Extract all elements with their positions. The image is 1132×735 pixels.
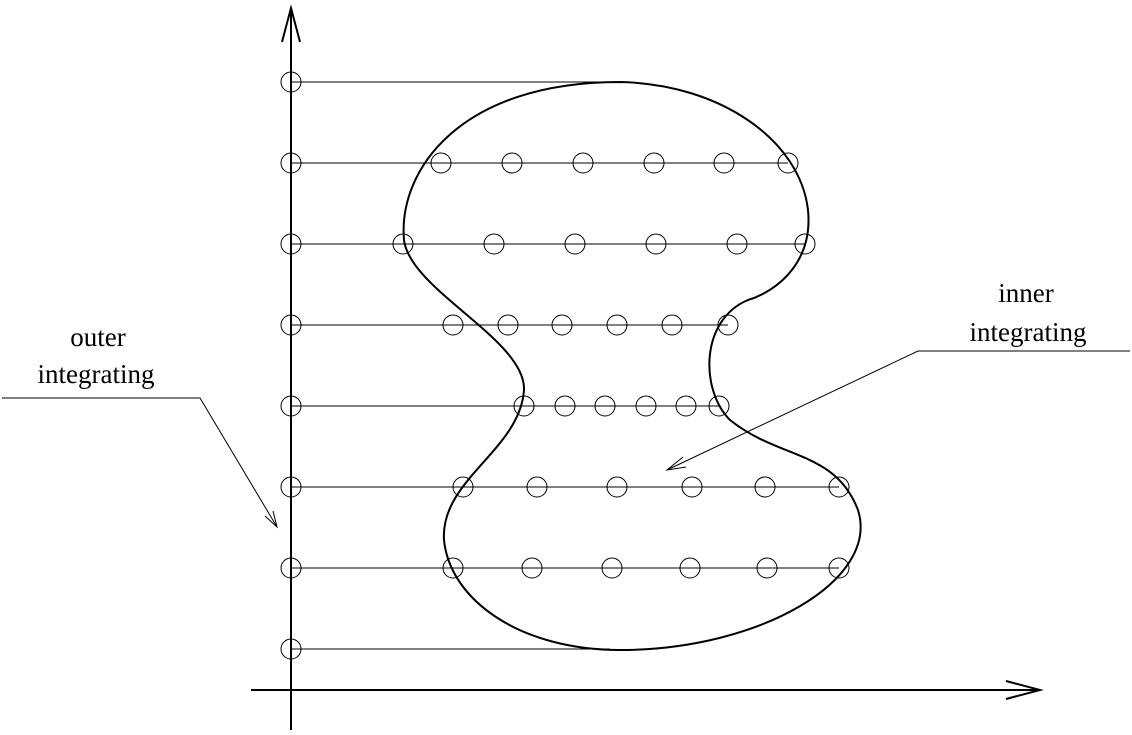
outer-label-line2: integrating (38, 359, 155, 389)
inner-sample-point (635, 395, 657, 417)
outer-sample-point (280, 395, 302, 417)
inner-sample-point (452, 476, 474, 498)
inner-sample-point (643, 152, 665, 174)
outer-sample-point (280, 71, 302, 93)
inner-sample-point (645, 233, 667, 255)
inner-sample-point (554, 395, 576, 417)
inner-sample-point (564, 233, 586, 255)
inner-sample-point (777, 152, 799, 174)
inner-sample-point (681, 476, 703, 498)
annotation-leaders (2, 350, 1130, 529)
outer-sample-point (280, 314, 302, 336)
inner-sample-point (521, 557, 543, 579)
inner-sample-point (754, 476, 776, 498)
sampling-rows (280, 71, 850, 660)
inner-leader-arrowhead (665, 456, 687, 471)
outer-label-line1: outer (70, 322, 125, 352)
outer-sample-point (280, 476, 302, 498)
x-axis-arrowhead (1005, 680, 1044, 700)
outer-leader-arrowhead (264, 510, 278, 529)
inner-sample-point (675, 395, 697, 417)
inner-sample-point (726, 233, 748, 255)
inner-sample-point (551, 314, 573, 336)
inner-sample-point (679, 557, 701, 579)
outer-sample-point (280, 233, 302, 255)
inner-sample-point (483, 233, 505, 255)
outer-sample-point (280, 638, 302, 660)
inner-sample-point (442, 557, 464, 579)
inner-label-line2: integrating (970, 317, 1087, 347)
inner-sample-point (442, 314, 464, 336)
inner-leader-line (666, 350, 1130, 471)
inner-sample-point (513, 395, 535, 417)
outer-leader-line (2, 397, 278, 528)
inner-sample-point (497, 314, 519, 336)
outer-sample-point (280, 152, 302, 174)
inner-label-line1: inner (998, 278, 1053, 308)
inner-sample-point (594, 395, 616, 417)
inner-sample-point (526, 476, 548, 498)
inner-sample-point (717, 314, 739, 336)
y-axis-arrowhead (281, 4, 301, 43)
inner-sample-point (828, 476, 850, 498)
inner-sample-point (708, 395, 730, 417)
inner-sample-point (828, 557, 850, 579)
outer-sample-point (280, 557, 302, 579)
inner-sample-point (606, 314, 628, 336)
inner-sample-point (601, 557, 623, 579)
inner-sample-point (501, 152, 523, 174)
inner-sample-point (713, 152, 735, 174)
inner-sample-point (606, 476, 628, 498)
inner-sample-point (794, 233, 816, 255)
inner-sample-point (430, 152, 452, 174)
axes (251, 4, 1044, 730)
inner-sample-point (392, 233, 414, 255)
inner-sample-point (756, 557, 778, 579)
inner-sample-point (572, 152, 594, 174)
inner-sample-point (661, 314, 683, 336)
integration-region-boundary (402, 80, 862, 652)
